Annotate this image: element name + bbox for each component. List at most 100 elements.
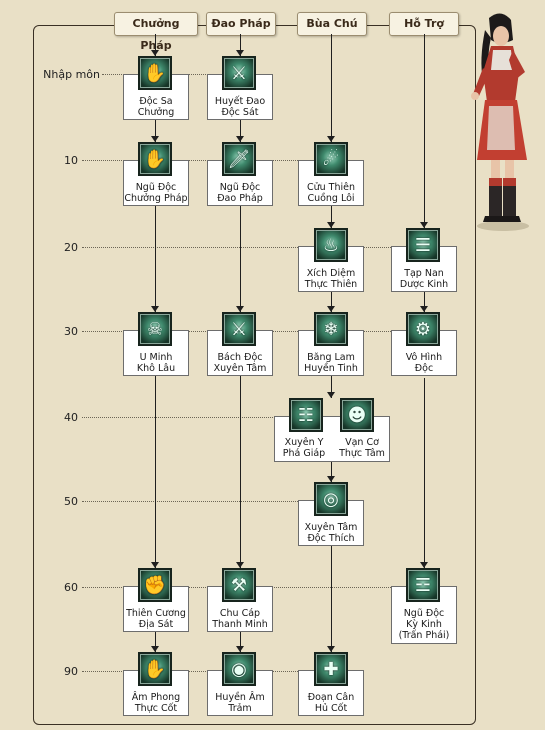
- connector-line: [240, 374, 241, 568]
- guide-line-nhap-mon-b: [174, 74, 222, 75]
- level-label-20: 20: [64, 241, 78, 254]
- skill-name-line: Xuyên Y: [284, 437, 324, 448]
- connector-line: [155, 120, 156, 142]
- skill-name-line: Âm Phong: [131, 692, 181, 703]
- skill-name-line: Huyền Tinh: [304, 363, 358, 374]
- column-header-dao-phap[interactable]: Đao Pháp: [206, 12, 276, 36]
- column-header-bua-chu[interactable]: Bùa Chú: [297, 12, 367, 36]
- arrow-down-icon: [236, 646, 244, 652]
- gear-ring-icon[interactable]: ⚙: [406, 312, 440, 346]
- level-label-10: 10: [64, 154, 78, 167]
- connector-line: [240, 632, 241, 652]
- connector-line: [155, 632, 156, 652]
- skill-name-line: Ngũ Độc: [403, 608, 445, 619]
- crossed-blades-icon[interactable]: ⚔: [222, 312, 256, 346]
- arrow-down-icon: [236, 50, 244, 56]
- skill-name-line: Xích Diệm: [306, 268, 356, 279]
- connector-line: [331, 34, 332, 142]
- connector-line: [155, 34, 156, 56]
- thunder-flame-icon[interactable]: ☄: [314, 142, 348, 176]
- skill-name-line: Tạp Nan: [404, 268, 444, 279]
- arrow-down-icon: [327, 392, 335, 398]
- level-label-50: 50: [64, 495, 78, 508]
- skill-name-line: U Minh: [139, 352, 173, 363]
- guide-line-50: [82, 501, 314, 502]
- connector-line: [240, 120, 241, 142]
- scroll-glyph-icon[interactable]: ☰: [406, 228, 440, 262]
- skill-name-line: Cửu Thiên: [306, 182, 356, 193]
- skill-doc-sa-chuong[interactable]: Độc Sa Chưởng: [123, 74, 189, 120]
- connector-line: [424, 292, 425, 312]
- column-header-ho-tro[interactable]: Hỗ Trợ: [389, 12, 459, 36]
- column-header-chuong-phap[interactable]: Chưởng Pháp: [114, 12, 198, 52]
- guide-line-90-c: [260, 671, 314, 672]
- skill-name-line: (Trấn Phái): [398, 630, 450, 641]
- skill-huyet-dao-doc-sat[interactable]: Huyết Đao Độc Sát: [207, 74, 273, 120]
- guide-line-30: [82, 331, 138, 332]
- saber-icon[interactable]: ⚒: [222, 568, 256, 602]
- arrow-down-icon: [151, 562, 159, 568]
- arrow-down-icon: [420, 562, 428, 568]
- level-label-30: 30: [64, 325, 78, 338]
- spiral-icon[interactable]: ◎: [314, 482, 348, 516]
- connector-line: [240, 34, 241, 56]
- skill-name-line: Vạn Cơ: [345, 437, 379, 448]
- connector-line: [424, 378, 425, 568]
- eye-blade-icon[interactable]: ◉: [222, 652, 256, 686]
- skill-name-line: Xuyên Tâm: [213, 363, 267, 374]
- mask-icon[interactable]: ☻: [340, 398, 374, 432]
- connector-line: [331, 206, 332, 228]
- skill-name-line: Chưởng: [137, 107, 175, 118]
- connector-line: [331, 376, 332, 398]
- arrow-down-icon: [151, 306, 159, 312]
- arrow-down-icon: [420, 222, 428, 228]
- guide-line-10: [82, 160, 138, 161]
- skill-name-line: Độc Sa: [139, 96, 173, 107]
- skill-name-line: Thực Tâm: [339, 448, 385, 459]
- arrow-down-icon: [236, 136, 244, 142]
- guide-line-10-c: [260, 160, 308, 161]
- guide-line-20-b: [350, 247, 405, 248]
- skill-name-line: Dược Kinh: [399, 279, 449, 290]
- rune-script-icon[interactable]: ☲: [406, 568, 440, 602]
- skill-name-line: Độc: [414, 363, 434, 374]
- guide-line-90-b: [174, 671, 222, 672]
- arrow-down-icon: [327, 306, 335, 312]
- skill-xuyen-y-pha-giap[interactable]: Xuyên Y Phá Giáp: [275, 437, 333, 459]
- guide-line-10-b: [174, 160, 222, 161]
- skill-chu-cap-thanh-minh[interactable]: Chu Cáp Thanh Minh: [207, 586, 273, 632]
- blood-blade-icon[interactable]: ⚔: [222, 56, 256, 90]
- poison-palm-icon[interactable]: ✋: [138, 56, 172, 90]
- skill-name-line: Thanh Minh: [212, 619, 268, 630]
- arrow-down-icon: [327, 222, 335, 228]
- skull-icon[interactable]: ☠: [138, 312, 172, 346]
- skill-name-line: Vô Hình: [405, 352, 443, 363]
- skill-name-line: Cuồng Lôi: [307, 193, 355, 204]
- ice-crystal-icon[interactable]: ❄: [314, 312, 348, 346]
- cross-bone-icon[interactable]: ✚: [314, 652, 348, 686]
- bone-hand-icon[interactable]: ✋: [138, 652, 172, 686]
- guide-line-60-b: [174, 587, 222, 588]
- skill-name-line: Chưởng Pháp: [124, 193, 188, 204]
- guide-line-nhap-mon: [102, 74, 138, 75]
- claw-icon[interactable]: ✊: [138, 568, 172, 602]
- talisman-icon[interactable]: ☷: [289, 398, 323, 432]
- arrow-down-icon: [327, 646, 335, 652]
- arrow-down-icon: [151, 50, 159, 56]
- connector-line: [331, 292, 332, 312]
- skill-name-line: Khô Lâu: [136, 363, 176, 374]
- skill-name-line: Chu Cáp: [219, 608, 261, 619]
- flame-icon[interactable]: ♨: [314, 228, 348, 262]
- level-label-60: 60: [64, 581, 78, 594]
- guide-line-20: [82, 247, 308, 248]
- character-illustration: [471, 13, 529, 231]
- open-hand-icon[interactable]: ✋: [138, 142, 172, 176]
- arrow-down-icon: [151, 136, 159, 142]
- arrow-down-icon: [327, 476, 335, 482]
- arrow-down-icon: [236, 562, 244, 568]
- sword-icon[interactable]: 🗡: [222, 142, 256, 176]
- skill-name-line: Phá Giáp: [282, 448, 326, 459]
- skill-name-line: Trảm: [228, 703, 252, 714]
- arrow-down-icon: [151, 646, 159, 652]
- skill-van-co-thuc-tam[interactable]: Vạn Cơ Thực Tâm: [333, 437, 391, 459]
